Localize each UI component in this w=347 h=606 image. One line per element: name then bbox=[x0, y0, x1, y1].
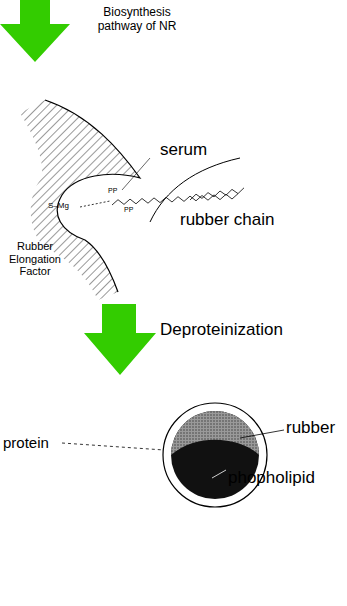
leader-line bbox=[122, 158, 150, 190]
part-label: phopholipid bbox=[228, 468, 338, 488]
stage-label: Biosynthesis pathway of NR bbox=[92, 6, 182, 34]
chain-line bbox=[190, 188, 244, 200]
part-label: rubber chain bbox=[180, 210, 300, 230]
protein-layer bbox=[163, 403, 267, 507]
process-arrow bbox=[84, 304, 156, 375]
stage-label: Deproteinization bbox=[160, 320, 310, 340]
group-label: PP bbox=[108, 187, 124, 195]
region-label: serum bbox=[160, 140, 230, 160]
rubber-core bbox=[171, 411, 259, 455]
part-label: rubber bbox=[286, 418, 344, 438]
leader-line bbox=[62, 443, 164, 450]
process-arrow bbox=[0, 0, 70, 62]
leader-line bbox=[240, 430, 284, 438]
rubber-chain bbox=[112, 188, 244, 205]
part-label: protein bbox=[3, 434, 63, 451]
leader-line bbox=[212, 470, 226, 478]
atom-label: S–Mg bbox=[48, 201, 82, 210]
group-label: PP bbox=[124, 206, 140, 214]
bond-line bbox=[80, 201, 110, 207]
part-label: Rubber Elongation Factor bbox=[2, 240, 68, 278]
chain-line bbox=[112, 194, 238, 205]
